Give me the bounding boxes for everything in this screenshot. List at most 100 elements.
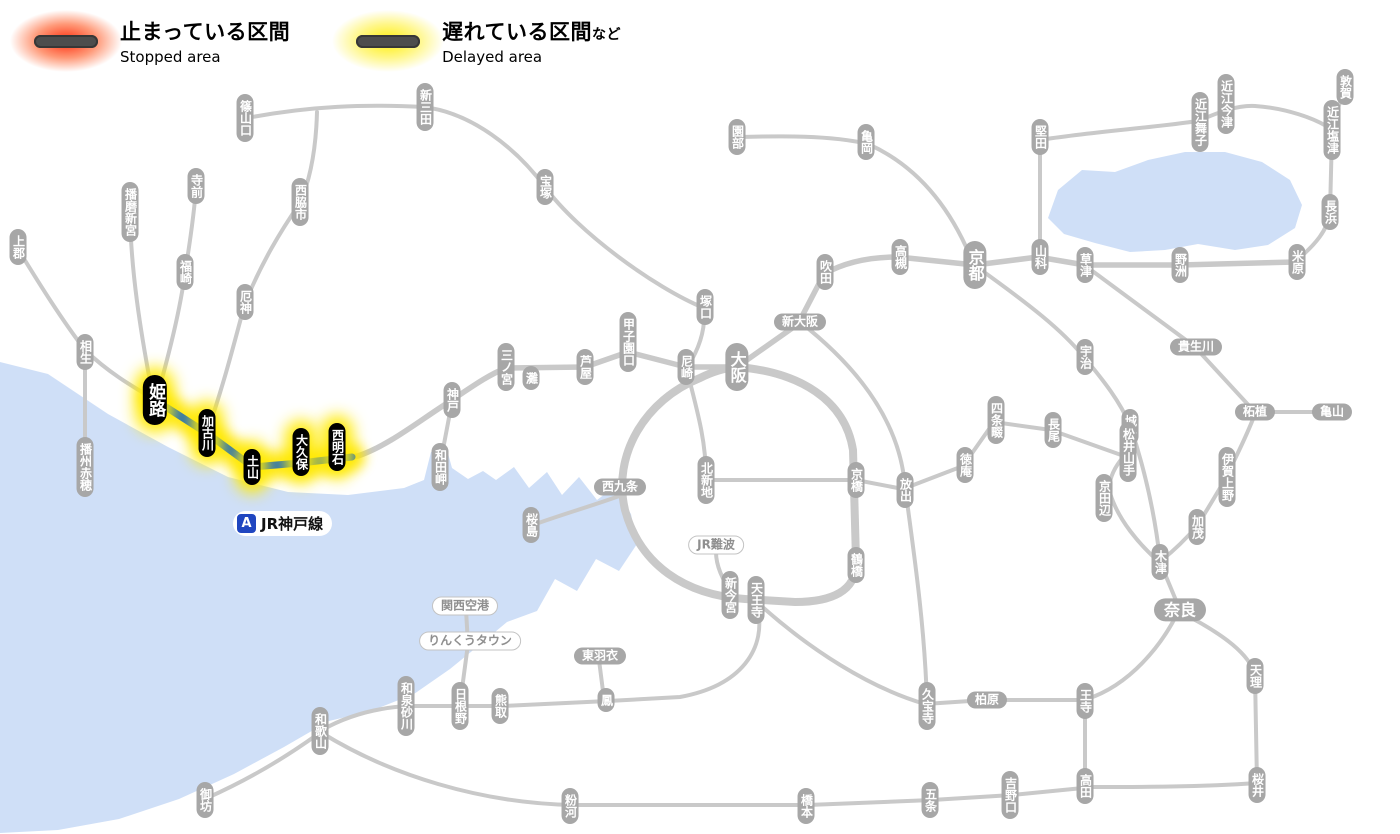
station-北新地: 北新地 (697, 456, 715, 504)
station-鳳: 鳳 (597, 688, 615, 712)
station-播州赤穂: 播州赤穂 (76, 437, 94, 497)
station-堅田: 堅田 (1031, 119, 1049, 155)
station-四条畷: 四条畷 (987, 396, 1005, 444)
station-近江今津: 近江今津 (1217, 74, 1235, 134)
station-徳庵: 徳庵 (956, 447, 974, 483)
line-wakayama (320, 731, 1085, 807)
station-長尾: 長尾 (1044, 412, 1062, 448)
station-篠山口: 篠山口 (236, 94, 254, 142)
line-yumesaki (531, 493, 624, 527)
station-西脇市: 西脇市 (291, 178, 309, 226)
station-熊取: 熊取 (491, 688, 509, 724)
station-JR難波: JR難波 (688, 535, 744, 555)
station-野洲: 野洲 (1171, 247, 1189, 283)
station-鶴橋: 鶴橋 (847, 547, 865, 583)
station-播磨新宮: 播磨新宮 (121, 182, 139, 242)
line-iga (1160, 412, 1257, 562)
kobe-line-badge: A JR神戸線 (233, 511, 333, 536)
water-layer (0, 152, 1302, 833)
station-亀山: 亀山 (1311, 403, 1353, 421)
station-亀岡: 亀岡 (857, 124, 875, 160)
station-吉野口: 吉野口 (1001, 771, 1019, 819)
station-寺前: 寺前 (187, 168, 205, 204)
station-木津: 木津 (1151, 544, 1169, 580)
station-福崎: 福崎 (176, 254, 194, 290)
station-上郡: 上郡 (9, 229, 27, 265)
station-加茂: 加茂 (1188, 509, 1206, 545)
station-宝塚: 宝塚 (536, 169, 554, 205)
line-chip-icon (34, 34, 98, 48)
station-甲子園口: 甲子園口 (619, 312, 637, 372)
station-姫路: 姫路 (142, 375, 168, 425)
station-松井山手: 松井山手 (1119, 422, 1137, 482)
station-宇治: 宇治 (1076, 339, 1094, 375)
station-園部: 園部 (728, 119, 746, 155)
station-近江舞子: 近江舞子 (1191, 92, 1209, 152)
station-京田辺: 京田辺 (1095, 474, 1113, 522)
station-西九条: 西九条 (593, 478, 647, 496)
stopped-line-symbol (10, 10, 122, 72)
osaka-bay (0, 362, 637, 833)
station-三ノ宮: 三ノ宮 (497, 343, 515, 391)
station-西明石: 西明石 (328, 423, 346, 471)
station-桜井: 桜井 (1248, 767, 1266, 803)
stopped-label-en: Stopped area (120, 48, 221, 66)
station-土山: 土山 (243, 449, 261, 485)
station-芦屋: 芦屋 (576, 349, 594, 385)
station-天理: 天理 (1246, 658, 1264, 694)
line-chip-icon (356, 34, 421, 48)
legend-stopped: 止まっている区間 Stopped area (10, 10, 290, 72)
station-米原: 米原 (1288, 244, 1306, 280)
station-草津: 草津 (1076, 247, 1094, 283)
station-五条: 五条 (921, 782, 939, 818)
station-日根野: 日根野 (451, 682, 469, 730)
station-塚口: 塚口 (696, 289, 714, 325)
station-天王寺: 天王寺 (747, 576, 765, 624)
station-放出: 放出 (896, 472, 914, 508)
line-kosei (1038, 103, 1333, 257)
station-関西空港: 関西空港 (431, 596, 499, 616)
line-name-label: JR神戸線 (261, 515, 324, 533)
line-letter-icon: A (237, 514, 256, 533)
station-和泉砂川: 和泉砂川 (397, 676, 415, 736)
line-yamatoji-nara (1085, 610, 1180, 701)
delayed-label-ja: 遅れている区間など (442, 20, 621, 44)
station-敦賀: 敦賀 (1336, 69, 1354, 105)
station-相生: 相生 (76, 334, 94, 370)
line-kisei (205, 732, 320, 800)
station-桜島: 桜島 (522, 507, 540, 543)
station-りんくうタウン: りんくうタウン (419, 631, 521, 651)
station-大阪: 大阪 (725, 343, 749, 391)
delayed-label-en: Delayed area (442, 48, 543, 66)
station-近江塩津: 近江塩津 (1323, 100, 1341, 160)
station-厄神: 厄神 (236, 284, 254, 320)
station-灘: 灘 (522, 366, 540, 390)
line-nara (975, 265, 1162, 562)
station-和田岬: 和田岬 (431, 443, 449, 491)
station-橋本: 橋本 (797, 788, 815, 824)
station-新今宮: 新今宮 (721, 571, 739, 619)
stopped-label-ja: 止まっている区間 (120, 20, 291, 44)
station-加古川: 加古川 (198, 409, 216, 457)
station-貴生川: 貴生川 (1169, 338, 1223, 356)
station-尼崎: 尼崎 (677, 349, 695, 385)
station-吹田: 吹田 (816, 254, 834, 290)
station-伊賀上野: 伊賀上野 (1218, 447, 1236, 507)
delayed-line-symbol (332, 10, 445, 72)
station-高槻: 高槻 (891, 239, 909, 275)
station-粉河: 粉河 (561, 788, 579, 824)
station-長浜: 長浜 (1321, 194, 1339, 230)
lake-biwa (1048, 152, 1302, 252)
line-kakogawa (206, 110, 319, 432)
station-久宝寺: 久宝寺 (918, 682, 936, 730)
station-和歌山: 和歌山 (311, 707, 329, 755)
station-神戸: 神戸 (443, 382, 461, 418)
station-御坊: 御坊 (196, 782, 214, 818)
legend-delayed: 遅れている区間など Delayed area (332, 10, 621, 72)
station-柘植: 柘植 (1234, 403, 1276, 421)
legend: 止まっている区間 Stopped area 遅れている区間など Delayed … (10, 10, 621, 72)
station-柏原: 柏原 (966, 691, 1008, 709)
line-hanwa (320, 602, 762, 732)
